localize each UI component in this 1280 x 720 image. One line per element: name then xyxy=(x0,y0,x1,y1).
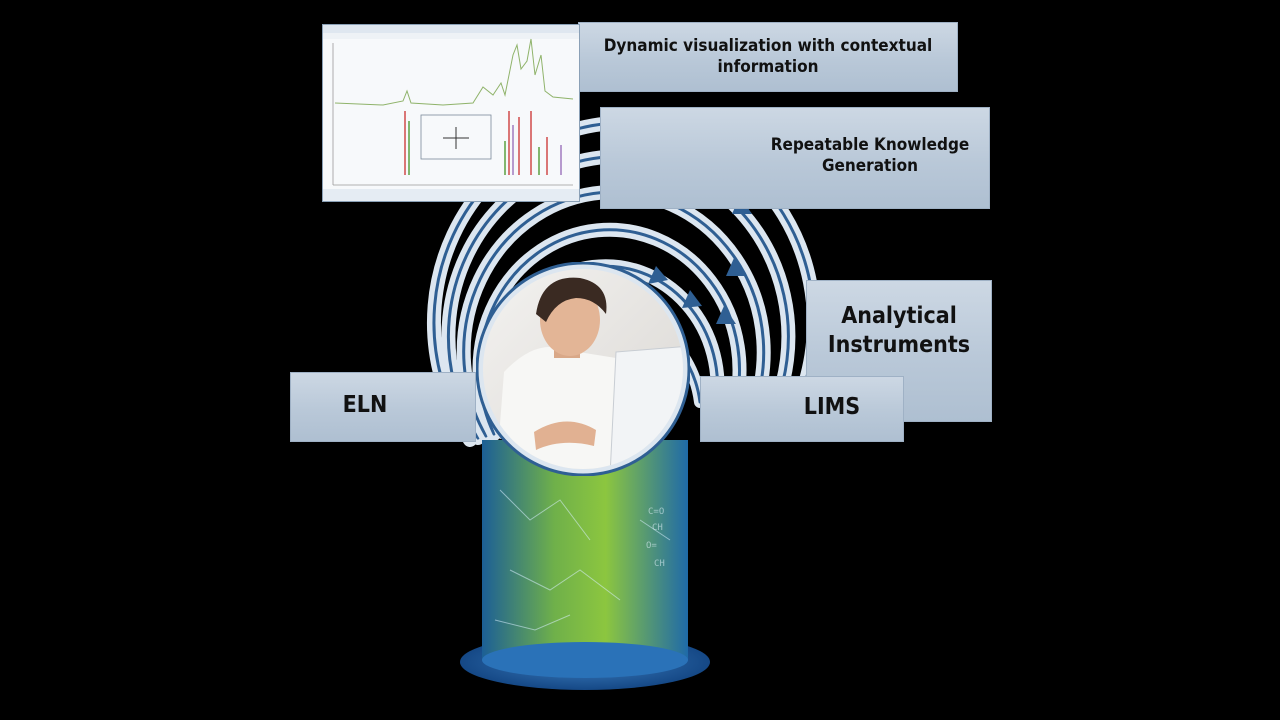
dynamic-visualization-panel: Dynamic visualization with contextual in… xyxy=(578,22,958,92)
eln-panel: ELN xyxy=(290,372,476,442)
svg-text:O=: O= xyxy=(646,541,657,551)
repeatable-knowledge-label: Repeatable Knowledge Generation xyxy=(770,135,970,176)
dynamic-visualization-label: Dynamic visualization with contextual in… xyxy=(603,36,933,77)
svg-text:C=O: C=O xyxy=(648,507,664,517)
scientist-photo xyxy=(476,262,690,476)
lims-panel: LIMS xyxy=(700,376,904,442)
repeatable-knowledge-panel: Repeatable Knowledge Generation xyxy=(600,107,990,209)
database-cylinder: C=O CH O= CH xyxy=(460,440,710,690)
svg-text:CH: CH xyxy=(654,559,665,569)
lims-label: LIMS xyxy=(803,394,861,420)
eln-label: ELN xyxy=(342,392,388,418)
software-screenshot xyxy=(322,24,580,202)
spectrum-thumbnail xyxy=(323,25,579,201)
analytical-instruments-label: Analytical Instruments xyxy=(827,303,971,358)
svg-text:CH: CH xyxy=(652,523,663,533)
